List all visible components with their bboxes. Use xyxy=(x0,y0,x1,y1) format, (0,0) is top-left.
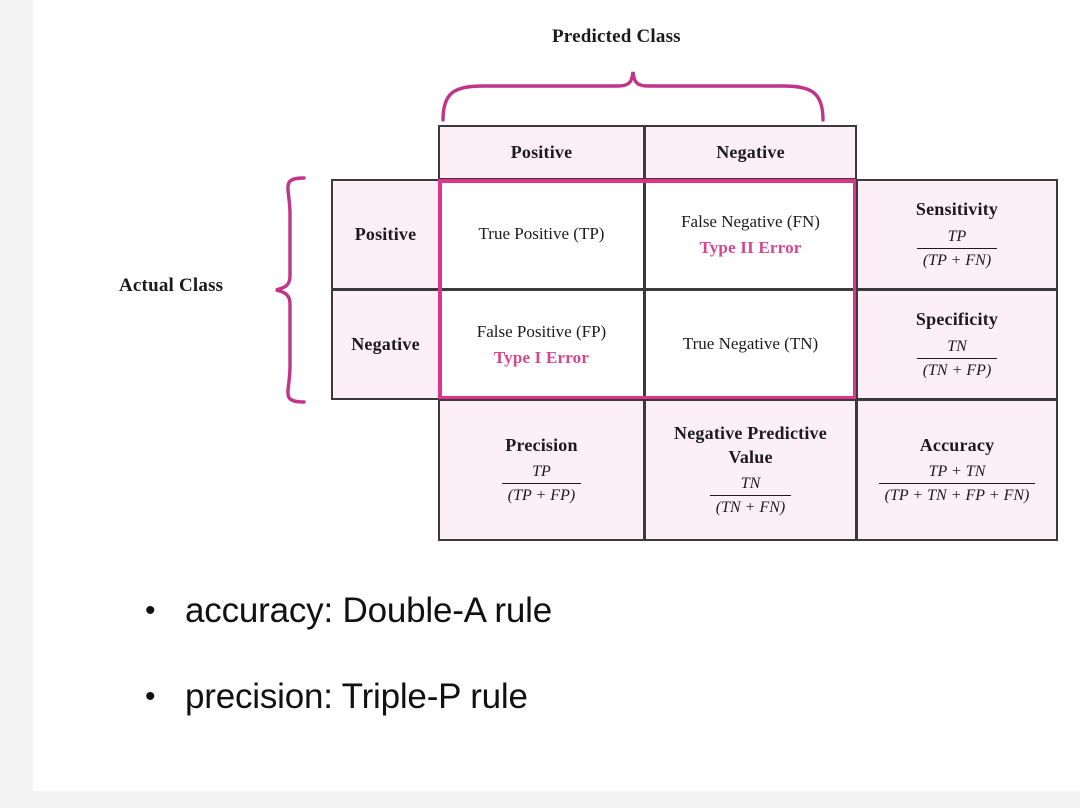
note-precision-text: precision: Triple-P rule xyxy=(185,677,528,716)
cell-false-positive: False Positive (FP) Type I Error xyxy=(438,289,645,400)
notes-list: • accuracy: Double-A rule • precision: T… xyxy=(33,590,1080,762)
actual-header-negative: Negative xyxy=(331,289,440,400)
cell-false-negative-label: False Negative (FN) xyxy=(681,211,820,231)
metric-negative-predictive-value: Negative Predictive Value TN (TN + FN) xyxy=(644,399,857,541)
predicted-header-negative: Negative xyxy=(644,125,857,180)
metric-sensitivity: Sensitivity TP (TP + FN) xyxy=(856,179,1058,290)
cell-true-positive-label: True Positive (TP) xyxy=(478,224,605,244)
list-item: • precision: Triple-P rule xyxy=(33,676,1080,718)
bullet-icon: • xyxy=(145,680,156,713)
cell-false-negative: False Negative (FN) Type II Error xyxy=(644,179,857,290)
metric-precision-name: Precision xyxy=(505,434,578,455)
metric-negative-predictive-value-numerator: TN xyxy=(740,474,761,492)
predicted-header-negative-label: Negative xyxy=(716,142,785,162)
metric-negative-predictive-value-denominator: (TN + FN) xyxy=(709,494,792,518)
metric-precision-denominator: (TP + FP) xyxy=(501,483,582,506)
bullet-icon: • xyxy=(145,594,156,627)
metric-specificity: Specificity TN (TN + FP) xyxy=(856,289,1058,400)
metric-specificity-formula: TN (TN + FP) xyxy=(916,337,998,381)
cell-false-negative-error-label: Type II Error xyxy=(699,238,802,258)
metric-sensitivity-name: Sensitivity xyxy=(915,199,999,220)
metric-accuracy-denominator: (TP + TN + FP + FN) xyxy=(878,483,1036,506)
metric-negative-predictive-value-formula: TN (TN + FN) xyxy=(709,474,792,518)
metric-accuracy-formula: TP + TN (TP + TN + FP + FN) xyxy=(878,462,1036,506)
cell-false-positive-label: False Positive (FP) xyxy=(476,321,607,341)
list-item: • accuracy: Double-A rule xyxy=(33,590,1080,632)
actual-class-title: Actual Class xyxy=(119,275,224,296)
metric-specificity-name: Specificity xyxy=(915,309,999,330)
cell-false-positive-error-label: Type I Error xyxy=(493,348,590,368)
metric-precision-numerator: TP xyxy=(532,463,551,481)
metric-precision-formula: TP (TP + FP) xyxy=(501,462,582,506)
metric-negative-predictive-value-name: Negative Predictive Value xyxy=(674,423,827,467)
metric-accuracy: Accuracy TP + TN (TP + TN + FP + FN) xyxy=(856,399,1058,541)
predicted-header-positive-label: Positive xyxy=(510,142,573,162)
page-bottom-strip xyxy=(0,791,1080,808)
metric-sensitivity-formula: TP (TP + FN) xyxy=(916,227,998,271)
predicted-header-positive: Positive xyxy=(438,125,645,180)
actual-class-brace-icon xyxy=(275,176,306,404)
metric-accuracy-name: Accuracy xyxy=(919,434,995,455)
cell-true-negative-label: True Negative (TN) xyxy=(682,334,819,354)
metric-precision: Precision TP (TP + FP) xyxy=(438,399,645,541)
metric-sensitivity-denominator: (TP + FN) xyxy=(916,247,998,271)
cell-true-positive: True Positive (TP) xyxy=(438,179,645,290)
actual-header-negative-label: Negative xyxy=(351,334,420,354)
metric-sensitivity-numerator: TP xyxy=(947,227,967,245)
confusion-matrix-figure: Predicted Class Actual Class Positive Ne… xyxy=(33,0,1080,570)
metric-specificity-denominator: (TN + FP) xyxy=(916,357,998,381)
metric-specificity-numerator: TN xyxy=(947,337,967,355)
document-sheet: Predicted Class Actual Class Positive Ne… xyxy=(33,0,1080,791)
note-accuracy-text: accuracy: Double-A rule xyxy=(185,591,552,630)
actual-header-positive-label: Positive xyxy=(354,224,417,244)
cell-true-negative: True Negative (TN) xyxy=(644,289,857,400)
predicted-class-title: Predicted Class xyxy=(552,26,681,47)
actual-header-positive: Positive xyxy=(331,179,440,290)
metric-accuracy-numerator: TP + TN xyxy=(928,463,986,481)
predicted-class-brace-icon xyxy=(441,71,825,122)
